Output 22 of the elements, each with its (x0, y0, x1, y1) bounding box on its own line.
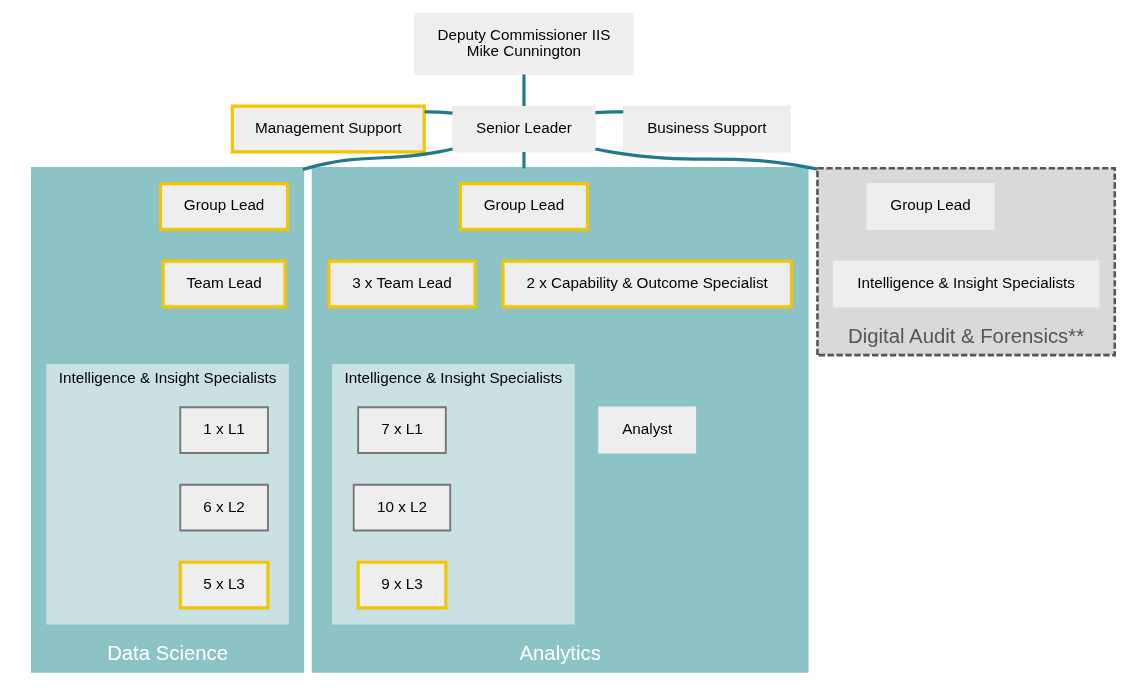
connector (424, 110, 453, 115)
node-box: Analyst (597, 406, 696, 454)
node-box: Team Lead (161, 259, 287, 309)
node-box: Management Support (230, 104, 426, 154)
node-box: 2 x Capability & Outcome Specialist (500, 259, 793, 309)
node-box: Group Lead (158, 182, 289, 231)
connector (521, 74, 526, 106)
connector (594, 110, 623, 115)
node-box: 6 x L2 (178, 483, 269, 532)
connector (521, 151, 526, 169)
node-box: 3 x Team Lead (326, 259, 477, 309)
node-box: Deputy Commissioner IIS Mike Cunnington (413, 12, 634, 75)
node-box: 5 x L3 (178, 560, 269, 610)
node-box: Business Support (622, 105, 791, 153)
node-box: 9 x L3 (356, 560, 447, 610)
node-box: Group Lead (458, 182, 589, 231)
connector (594, 147, 818, 171)
connector (301, 147, 453, 171)
node-box: 7 x L1 (356, 406, 447, 454)
node-box: 1 x L1 (178, 406, 269, 454)
node-box: 10 x L2 (352, 483, 451, 532)
node-box: Senior Leader (451, 105, 596, 153)
